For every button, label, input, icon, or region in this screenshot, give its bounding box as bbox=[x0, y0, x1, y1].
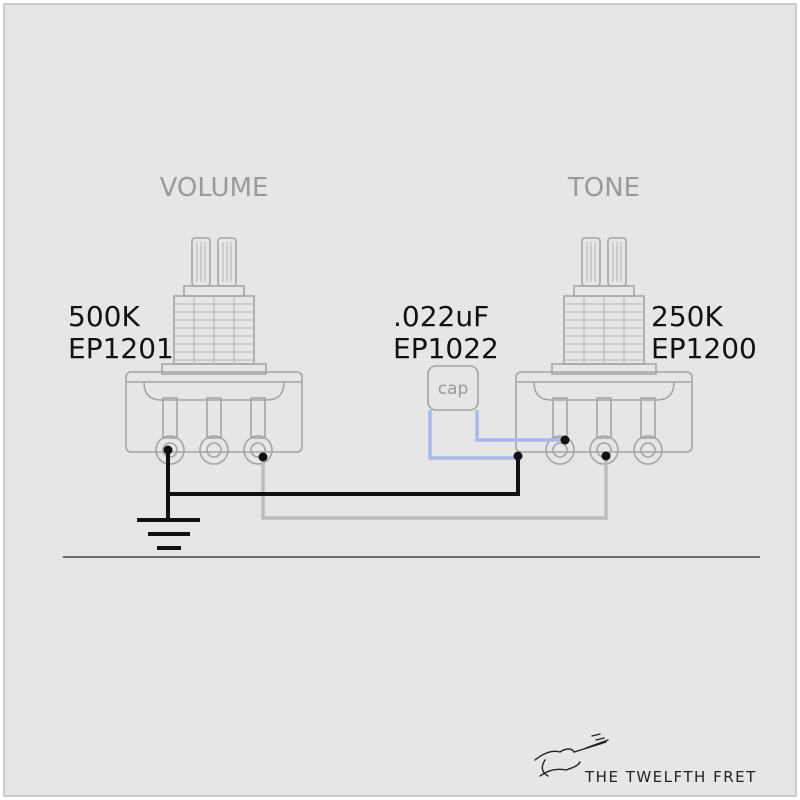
volume-part-number: EP1201 bbox=[68, 332, 174, 365]
tone-part-number: EP1200 bbox=[651, 332, 757, 365]
solder-point-tone-lug2 bbox=[601, 451, 611, 461]
gray-wire-volume-to-tone bbox=[261, 456, 608, 520]
volume-value: 500K bbox=[68, 300, 140, 333]
guitar-logo-icon bbox=[534, 733, 609, 777]
volume-title: VOLUME bbox=[160, 173, 269, 203]
solder-point-capacitor-ground bbox=[513, 451, 523, 461]
capacitor-wire-left bbox=[428, 410, 518, 460]
solder-point-volume-lug3 bbox=[258, 452, 268, 462]
tone-value: 250K bbox=[651, 300, 723, 333]
solder-point-volume-lug1 bbox=[163, 445, 173, 455]
capacitor-value: .022uF bbox=[393, 300, 489, 333]
brand-name: THE TWELFTH FRET bbox=[584, 768, 757, 786]
tone-title: TONE bbox=[567, 173, 640, 203]
capacitor-icon bbox=[427, 365, 479, 411]
capacitor-part-number: EP1022 bbox=[393, 332, 499, 365]
solder-point-tone-lug1 bbox=[560, 435, 570, 445]
capacitor-label: cap bbox=[438, 379, 469, 399]
capacitor-wire-right bbox=[475, 410, 565, 442]
panel-background bbox=[3, 3, 797, 797]
black-wire-ground-to-capacitor bbox=[168, 456, 520, 496]
ground-symbol-icon bbox=[137, 518, 200, 550]
